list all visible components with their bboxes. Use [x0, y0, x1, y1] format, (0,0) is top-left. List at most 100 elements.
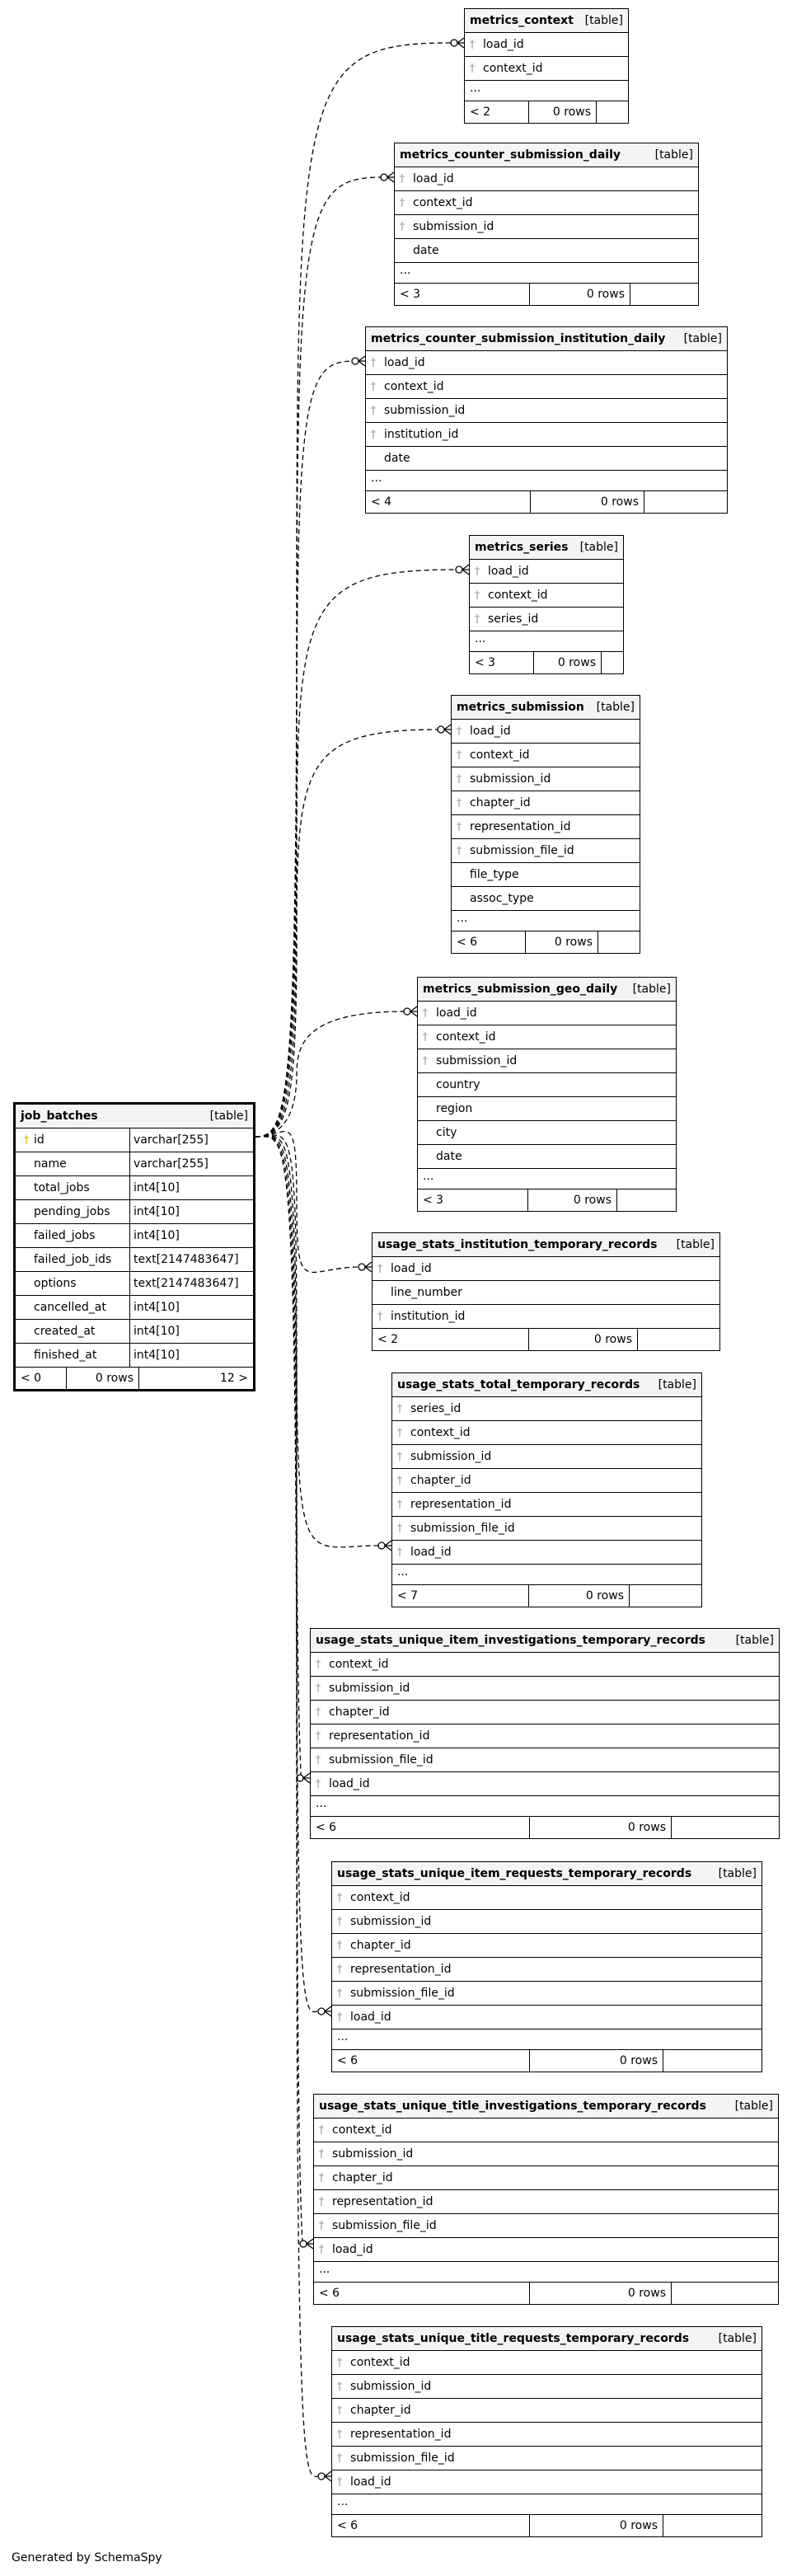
column-row[interactable]: †submission_id	[395, 215, 698, 239]
parents-count[interactable]: < 6	[332, 2515, 530, 2536]
table-name[interactable]: metrics_context	[470, 14, 574, 27]
column-row[interactable]: †representation_id	[392, 1493, 701, 1517]
children-count[interactable]	[630, 1585, 701, 1607]
parents-count[interactable]: < 6	[311, 1817, 530, 1838]
table-name[interactable]: metrics_submission_geo_daily	[423, 983, 618, 996]
column-row[interactable]: †context_id	[332, 2351, 762, 2375]
table-name[interactable]: metrics_counter_submission_institution_d…	[371, 332, 666, 345]
table-metrics-counter-submission-daily[interactable]: metrics_counter_submission_daily[table]†…	[394, 143, 699, 306]
table-usage-stats-total-temporary-records[interactable]: usage_stats_total_temporary_records[tabl…	[391, 1372, 702, 1607]
parents-count[interactable]: < 7	[392, 1585, 529, 1607]
column-row[interactable]: †submission_id	[452, 767, 640, 791]
column-row[interactable]: †load_id	[366, 351, 727, 375]
table-metrics-context[interactable]: metrics_context[table]†load_id†context_i…	[464, 8, 629, 124]
column-row[interactable]: †context_id	[465, 57, 628, 81]
children-count[interactable]	[630, 284, 698, 305]
column-row[interactable]: date	[366, 447, 727, 471]
column-row[interactable]: †series_id	[392, 1397, 701, 1421]
column-row[interactable]: †load_id	[452, 720, 640, 744]
parents-count[interactable]: < 6	[452, 931, 526, 953]
column-row[interactable]: †submission_file_id	[392, 1517, 701, 1541]
column-row[interactable]: †chapter_id	[332, 1934, 762, 1958]
parents-count[interactable]: < 4	[366, 491, 531, 513]
parents-count[interactable]: < 3	[395, 284, 530, 305]
column-row[interactable]: †submission_id	[332, 2375, 762, 2399]
parents-count[interactable]: < 3	[418, 1189, 528, 1211]
children-count[interactable]	[663, 2515, 762, 2536]
children-count[interactable]	[617, 1189, 676, 1211]
children-count[interactable]	[597, 101, 628, 123]
column-row[interactable]: †chapter_id	[452, 791, 640, 815]
children-count[interactable]	[672, 1817, 779, 1838]
parents-count[interactable]: < 6	[332, 2050, 530, 2072]
table-name[interactable]: job_batches	[21, 1110, 98, 1123]
children-count[interactable]	[638, 1329, 719, 1350]
table-metrics-counter-submission-institution-daily[interactable]: metrics_counter_submission_institution_d…	[365, 326, 728, 514]
column-row[interactable]: †representation_id	[332, 1958, 762, 1982]
column-row[interactable]: †institution_id	[366, 423, 727, 447]
column-row[interactable]: †load_id	[418, 1002, 676, 1025]
column-row[interactable]: †context_id	[311, 1653, 779, 1677]
column-row[interactable]: †submission_file_id	[311, 1748, 779, 1772]
column-row[interactable]: †submission_id	[311, 1677, 779, 1701]
column-row[interactable]: date	[395, 239, 698, 263]
table-name[interactable]: usage_stats_unique_item_investigations_t…	[316, 1634, 706, 1647]
table-name[interactable]: usage_stats_unique_title_requests_tempor…	[337, 2332, 690, 2345]
column-row[interactable]: file_type	[452, 863, 640, 887]
column-row[interactable]: †context_id	[392, 1421, 701, 1445]
table-name[interactable]: usage_stats_institution_temporary_record…	[377, 1238, 658, 1251]
column-row[interactable]: †submission_id	[418, 1049, 676, 1073]
column-row[interactable]: †submission_file_id	[332, 2447, 762, 2470]
parents-count[interactable]: < 0	[16, 1368, 67, 1389]
column-row[interactable]: †chapter_id	[332, 2399, 762, 2423]
table-usage-stats-unique-title-requests-temporary-records[interactable]: usage_stats_unique_title_requests_tempor…	[331, 2326, 762, 2537]
parents-count[interactable]: < 6	[314, 2283, 530, 2304]
column-row[interactable]: †submission_file_id	[332, 1982, 762, 2006]
column-row[interactable]: †submission_id	[392, 1445, 701, 1469]
table-name[interactable]: usage_stats_unique_title_investigations_…	[319, 2100, 706, 2113]
column-row[interactable]: †series_id	[470, 608, 623, 631]
column-row[interactable]: †load_id	[314, 2238, 778, 2262]
column-row[interactable]: †submission_file_id	[314, 2214, 778, 2238]
column-row[interactable]: region	[418, 1097, 676, 1121]
column-row[interactable]: †load_id	[465, 33, 628, 57]
column-row[interactable]: line_number	[373, 1281, 719, 1305]
table-name[interactable]: metrics_series	[475, 541, 569, 554]
parents-count[interactable]: < 3	[470, 652, 534, 673]
column-row[interactable]: †chapter_id	[311, 1701, 779, 1724]
column-row[interactable]: country	[418, 1073, 676, 1097]
column-row[interactable]: †context_id	[418, 1025, 676, 1049]
children-count[interactable]	[602, 652, 623, 673]
table-metrics-series[interactable]: metrics_series[table]†load_id†context_id…	[469, 535, 624, 674]
column-row[interactable]: †context_id	[366, 375, 727, 399]
children-count[interactable]	[672, 2283, 778, 2304]
column-row[interactable]: †load_id	[470, 560, 623, 584]
column-row[interactable]: †submission_file_id	[452, 839, 640, 863]
parents-count[interactable]: < 2	[465, 101, 529, 123]
column-row[interactable]: †submission_id	[314, 2142, 778, 2166]
column-row[interactable]: †representation_id	[311, 1724, 779, 1748]
column-row[interactable]: †load_id	[311, 1772, 779, 1796]
table-usage-stats-unique-item-investigations-temporary-records[interactable]: usage_stats_unique_item_investigations_t…	[310, 1628, 780, 1839]
column-row[interactable]: †load_id	[395, 167, 698, 191]
column-row[interactable]: †load_id	[392, 1541, 701, 1565]
column-row[interactable]: †load_id	[332, 2006, 762, 2029]
column-row[interactable]: †submission_id	[366, 399, 727, 423]
parents-count[interactable]: < 2	[373, 1329, 529, 1350]
column-row[interactable]: city	[418, 1121, 676, 1145]
table-usage-stats-institution-temporary-records[interactable]: usage_stats_institution_temporary_record…	[372, 1232, 720, 1351]
children-count[interactable]	[644, 491, 727, 513]
column-row[interactable]: †context_id	[470, 584, 623, 608]
children-count[interactable]	[663, 2050, 762, 2072]
column-row[interactable]: date	[418, 1145, 676, 1169]
